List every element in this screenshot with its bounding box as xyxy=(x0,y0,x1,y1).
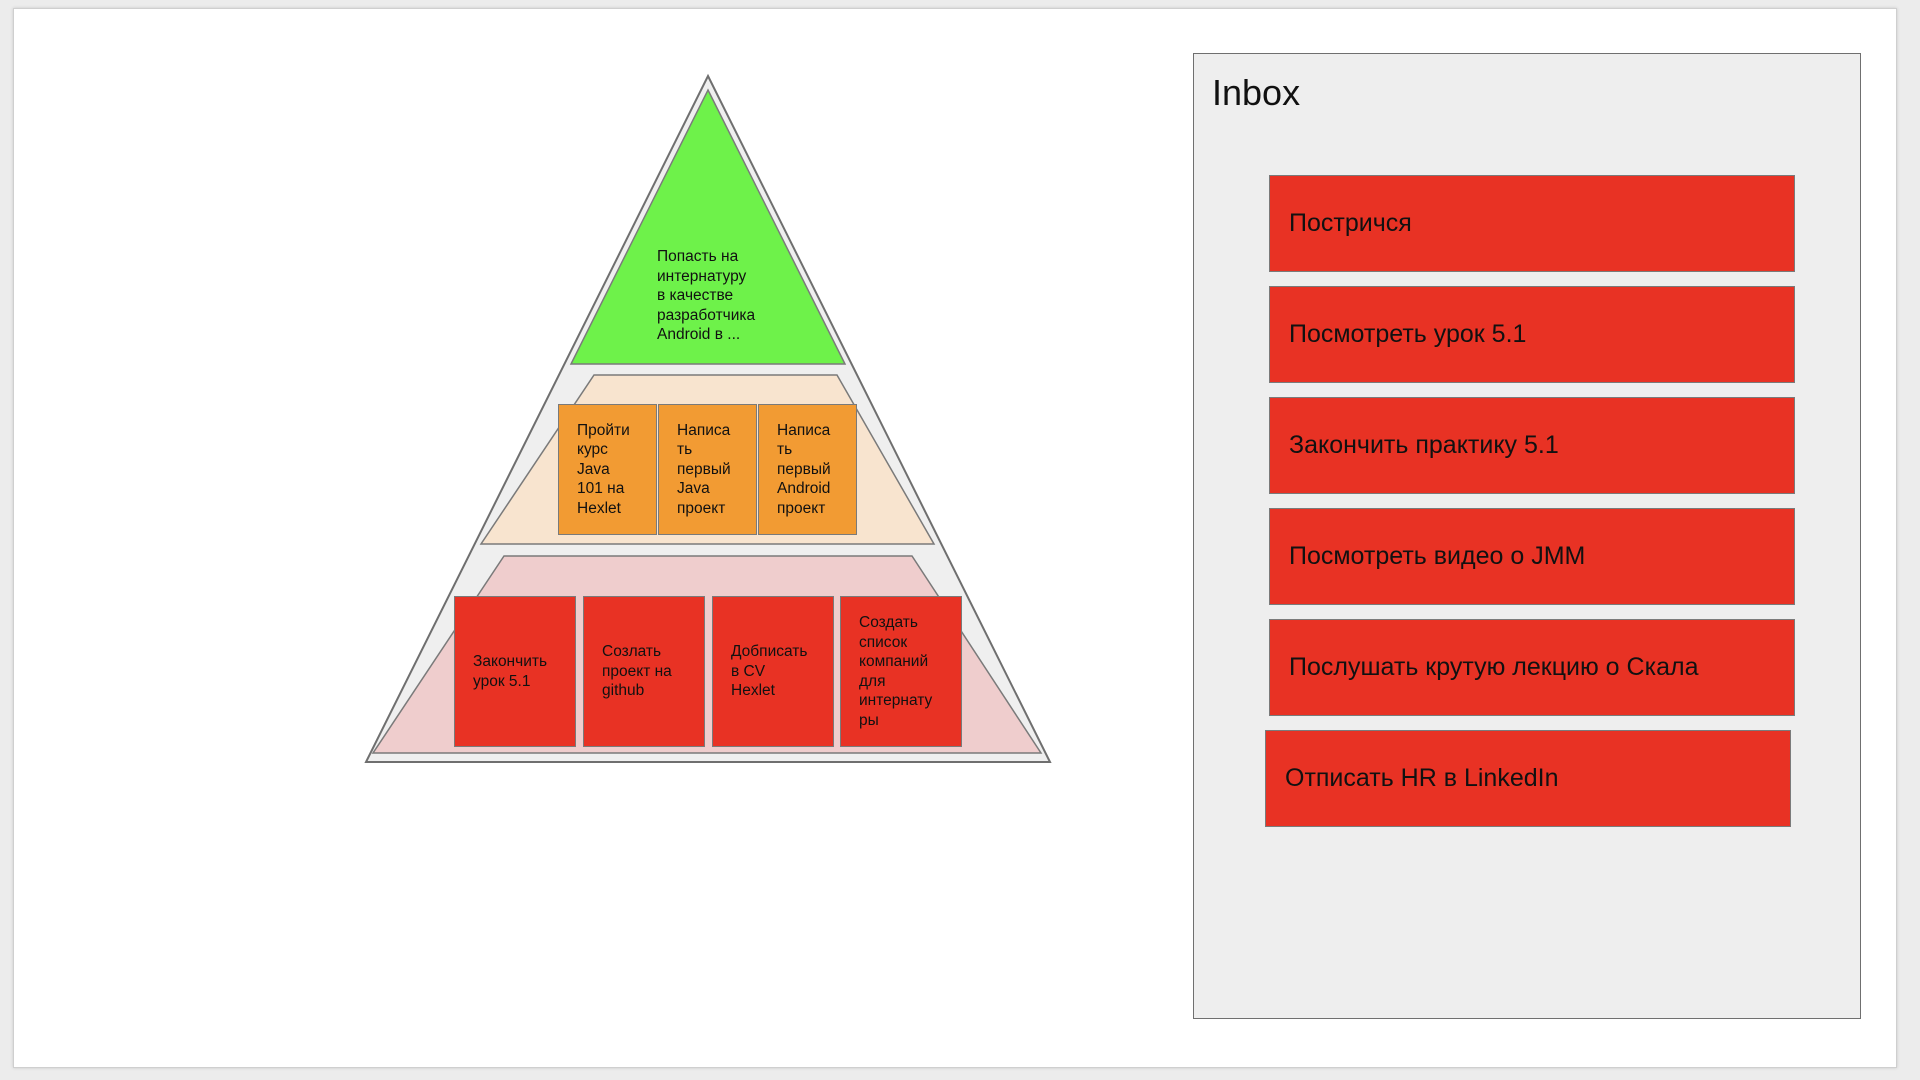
pyramid-middle-box-text: Пройти курс Java 101 на Hexlet xyxy=(577,421,630,517)
inbox-item-label: Закончить практику 5.1 xyxy=(1289,431,1559,459)
slide-canvas: Попасть на интернатуру в качестве разраб… xyxy=(13,8,1897,1068)
pyramid-middle-box: Написа ть первый Java проект xyxy=(658,404,757,535)
pyramid-top-text: Попасть на интернатуру в качестве разраб… xyxy=(657,248,756,343)
inbox-item[interactable]: Посмотреть видео о JMM xyxy=(1269,508,1795,605)
pyramid-middle-box: Пройти курс Java 101 на Hexlet xyxy=(558,404,657,535)
pyramid-bottom-box: Созлать проект на github xyxy=(583,596,705,747)
pyramid-bottom-box-text: Закончить урок 5.1 xyxy=(473,653,548,690)
inbox-item[interactable]: Послушать крутую лекцию о Скала xyxy=(1269,619,1795,716)
pyramid-bottom-box-text: Добписать в CV Hexlet xyxy=(731,643,808,700)
inbox-item-label: Отписать HR в LinkedIn xyxy=(1285,764,1559,792)
pyramid-bottom-box: Добписать в CV Hexlet xyxy=(712,596,834,747)
pyramid-top-tier xyxy=(569,88,847,365)
inbox-panel: Inbox Постричся Посмотреть урок 5.1 Зако… xyxy=(1193,53,1861,1019)
pyramid-middle-box: Написа ть первый Android проект xyxy=(758,404,857,535)
pyramid-bottom-box-text: Создать список компаний для интернату ры xyxy=(859,614,933,729)
inbox-item-label: Послушать крутую лекцию о Скала xyxy=(1289,653,1699,681)
inbox-item-label: Посмотреть видео о JMM xyxy=(1289,542,1586,570)
inbox-item-label: Посмотреть урок 5.1 xyxy=(1289,320,1527,348)
pyramid-bottom-box: Закончить урок 5.1 xyxy=(454,596,576,747)
pyramid-middle-box-text: Написа ть первый Android проект xyxy=(777,421,831,517)
inbox-item[interactable]: Закончить практику 5.1 xyxy=(1269,397,1795,494)
inbox-title: Inbox xyxy=(1212,72,1301,113)
inbox-item-label: Постричся xyxy=(1289,209,1412,237)
inbox-item[interactable]: Отписать HR в LinkedIn xyxy=(1265,730,1791,827)
pyramid-middle-box-text: Написа ть первый Java проект xyxy=(677,421,731,517)
inbox-item[interactable]: Посмотреть урок 5.1 xyxy=(1269,286,1795,383)
inbox-item[interactable]: Постричся xyxy=(1269,175,1795,272)
pyramid-bottom-box: Создать список компаний для интернату ры xyxy=(840,596,962,747)
pyramid-bottom-box-text: Созлать проект на github xyxy=(602,643,672,700)
